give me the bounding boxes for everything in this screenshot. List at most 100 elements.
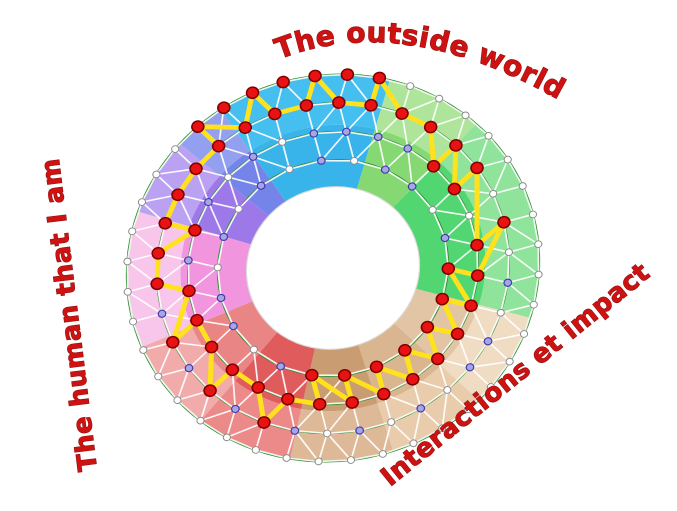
node-red [449, 139, 463, 152]
node-white [249, 345, 258, 354]
node-red [191, 120, 205, 133]
node-white [519, 330, 529, 338]
node-red [189, 162, 203, 176]
node-red [369, 360, 384, 374]
node-purple [290, 426, 300, 435]
node-red [188, 223, 202, 237]
node-white [505, 357, 514, 366]
node-white [282, 454, 291, 462]
node-red [441, 262, 456, 275]
node-white [278, 138, 287, 146]
node-purple [416, 404, 426, 413]
node-red [345, 396, 359, 409]
node-red [276, 75, 290, 89]
node-white [534, 270, 543, 279]
node-red [332, 96, 346, 109]
node-red [420, 320, 435, 334]
node-purple [341, 127, 351, 136]
node-red [151, 246, 165, 260]
node-red [225, 363, 240, 377]
node-purple [440, 233, 450, 243]
node-red [364, 98, 378, 112]
node-purple [380, 165, 390, 174]
node-red [204, 340, 219, 354]
sector [377, 365, 479, 451]
node-purple [316, 156, 326, 165]
node-white [123, 257, 132, 266]
node-red [450, 327, 465, 341]
node-red [217, 101, 231, 115]
node-purple [407, 182, 417, 191]
node-white [443, 386, 452, 394]
node-red [203, 384, 217, 397]
node-red [158, 216, 173, 230]
node-red [372, 71, 387, 85]
node-white [285, 165, 294, 174]
node-white [378, 450, 387, 458]
node-purple [373, 132, 383, 141]
node-white [529, 300, 538, 309]
node-red [211, 139, 226, 153]
node-white [489, 189, 498, 198]
node-red [166, 335, 180, 349]
node-white [139, 346, 148, 354]
node-purple [157, 309, 167, 318]
node-red [299, 99, 314, 112]
sector [188, 176, 269, 245]
node-white [171, 145, 180, 153]
node-white [486, 383, 495, 391]
node-red [257, 416, 271, 429]
node-red [423, 120, 438, 134]
node-red [447, 182, 462, 196]
donut-hole [245, 186, 421, 350]
node-red [312, 397, 327, 411]
node-red [150, 277, 164, 291]
node-white [484, 132, 493, 140]
sector [438, 124, 540, 318]
node-white [435, 94, 444, 103]
red-nodes [150, 68, 511, 429]
sector [180, 226, 253, 327]
node-red [245, 86, 260, 100]
sector [191, 301, 278, 381]
node-purple [204, 197, 213, 207]
node-white [234, 205, 243, 213]
node-purple [309, 129, 319, 138]
node-purple [256, 181, 266, 190]
node-white [173, 396, 182, 404]
node-white [464, 405, 473, 414]
node-purple [219, 232, 229, 242]
node-white [406, 82, 415, 90]
node-white [438, 424, 447, 433]
node-white [323, 429, 332, 438]
node-white [518, 182, 527, 190]
node-white [465, 211, 474, 220]
node-red [171, 188, 185, 202]
node-red [305, 368, 319, 382]
node-red [431, 352, 445, 366]
node-white [461, 111, 470, 120]
node-red [426, 159, 441, 173]
node-white [251, 446, 260, 454]
node-white [534, 240, 543, 249]
node-red [398, 343, 412, 357]
node-white [222, 433, 231, 442]
node-red [406, 372, 420, 386]
node-purple [403, 144, 413, 153]
node-white [428, 206, 437, 214]
node-red [308, 69, 322, 83]
node-white [196, 416, 205, 425]
sector [220, 74, 390, 151]
node-purple [248, 152, 258, 161]
node-white [137, 198, 147, 206]
node-purple [503, 278, 513, 287]
node-purple [229, 321, 238, 331]
node-white [154, 372, 163, 381]
node-red [190, 313, 204, 327]
node-red [281, 392, 295, 406]
nodes [123, 82, 543, 466]
node-white [128, 317, 138, 326]
node-red [251, 381, 265, 394]
node-red [470, 161, 484, 175]
node-red [470, 238, 484, 252]
